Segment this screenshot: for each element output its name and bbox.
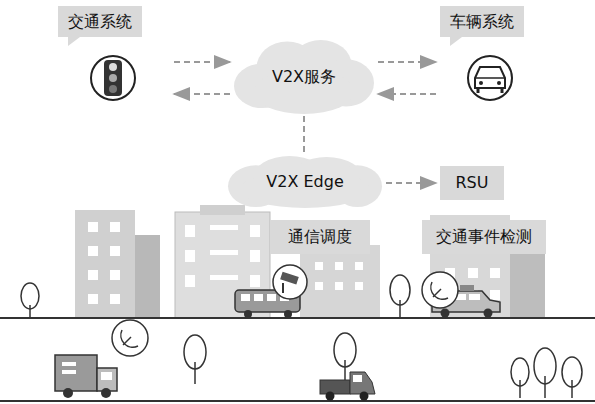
function-label: 交通事件检测 (422, 220, 546, 254)
dashed-connector (174, 61, 230, 63)
traffic-light-icon (91, 56, 135, 100)
system-label: 车辆系统 (440, 6, 580, 104)
rsu-box: RSU (440, 166, 504, 200)
callout-box: 交通系统 (58, 6, 142, 37)
node-text: 交通系统 (68, 12, 132, 31)
car-icon (468, 56, 512, 100)
road-edge (0, 400, 595, 402)
ground-line (0, 317, 595, 319)
delivery-truck (55, 355, 117, 398)
system-label: 交通系统 (58, 6, 170, 104)
node-text: RSU (456, 173, 489, 192)
dashed-connector (378, 93, 436, 95)
service-cloud: V2X服务 (234, 40, 374, 114)
node-text: V2X Edge (266, 172, 343, 191)
node-text: 交通事件检测 (436, 227, 532, 246)
node-text: 通信调度 (288, 227, 352, 246)
pickup-truck (320, 372, 375, 401)
node-text: V2X服务 (272, 67, 336, 86)
dashed-connector (174, 93, 230, 95)
callout-box: 车辆系统 (440, 6, 524, 37)
dashed-connector (303, 116, 305, 154)
camera-icon (273, 265, 307, 299)
dashed-connector (386, 182, 436, 184)
node-text: 车辆系统 (450, 12, 514, 31)
edge-cloud: V2X Edge (228, 156, 382, 208)
function-label: 通信调度 (270, 220, 370, 254)
buildings (75, 205, 545, 318)
dashed-connector (378, 61, 436, 63)
